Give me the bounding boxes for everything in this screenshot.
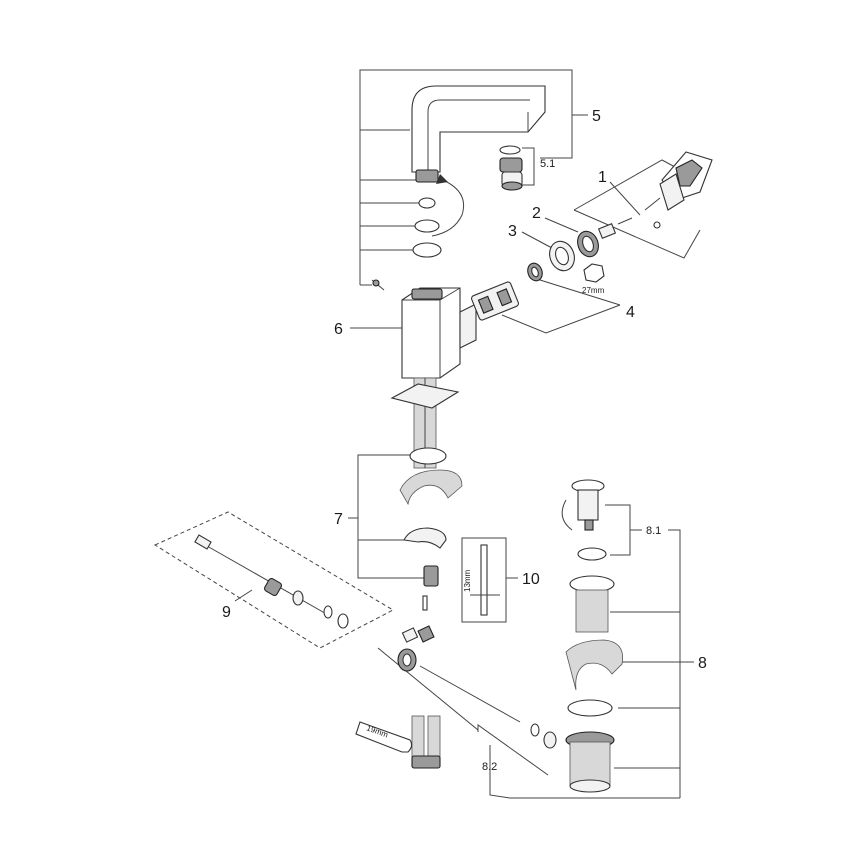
handle-adapter: [597, 217, 633, 239]
label-1: 1: [598, 169, 607, 186]
label-5-1: 5.1: [540, 158, 555, 170]
label-6: 6: [334, 321, 343, 338]
mounting-set: [399, 447, 463, 611]
rotation-arrow-icon: [431, 177, 464, 237]
arrow-head-icon: [436, 174, 448, 184]
cartridge: [471, 281, 519, 321]
label-5: 5: [592, 108, 601, 125]
hex-27mm-icon: 27mm: [582, 263, 605, 295]
drain-assembly-8: [561, 479, 623, 793]
label-8: 8: [698, 655, 707, 672]
aerator: [499, 145, 523, 191]
label-8-2: 8.2: [482, 761, 497, 773]
t-key-13mm: 13mm: [463, 544, 500, 616]
faucet-body: [390, 287, 477, 469]
part-2-ring: [577, 230, 599, 258]
label-10: 10: [522, 571, 540, 588]
supply-hoses: [411, 715, 441, 769]
spout: [411, 85, 546, 183]
label-2: 2: [532, 205, 541, 222]
lift-rod-assembly-8-2: [397, 625, 557, 749]
cartridge-nut: [527, 262, 543, 282]
key-size-13: 13mm: [463, 569, 472, 592]
part-3-ring: [549, 240, 575, 272]
label-8-1: 8.1: [646, 525, 661, 537]
label-7: 7: [334, 511, 343, 528]
label-3: 3: [508, 223, 517, 240]
wrench-19mm-icon: 19mm: [355, 721, 413, 753]
callout-labels: 5 5.1 1 2 3 4 6 7 8.1 10 9 8 8.2: [222, 108, 707, 773]
wrench-size-27: 27mm: [582, 286, 605, 295]
spout-o-rings: [412, 197, 442, 258]
pop-up-rod-assembly-9: [194, 534, 349, 629]
handle-lever: [644, 151, 713, 229]
label-9: 9: [222, 604, 231, 621]
set-screw: [371, 279, 385, 291]
label-4: 4: [626, 304, 635, 321]
